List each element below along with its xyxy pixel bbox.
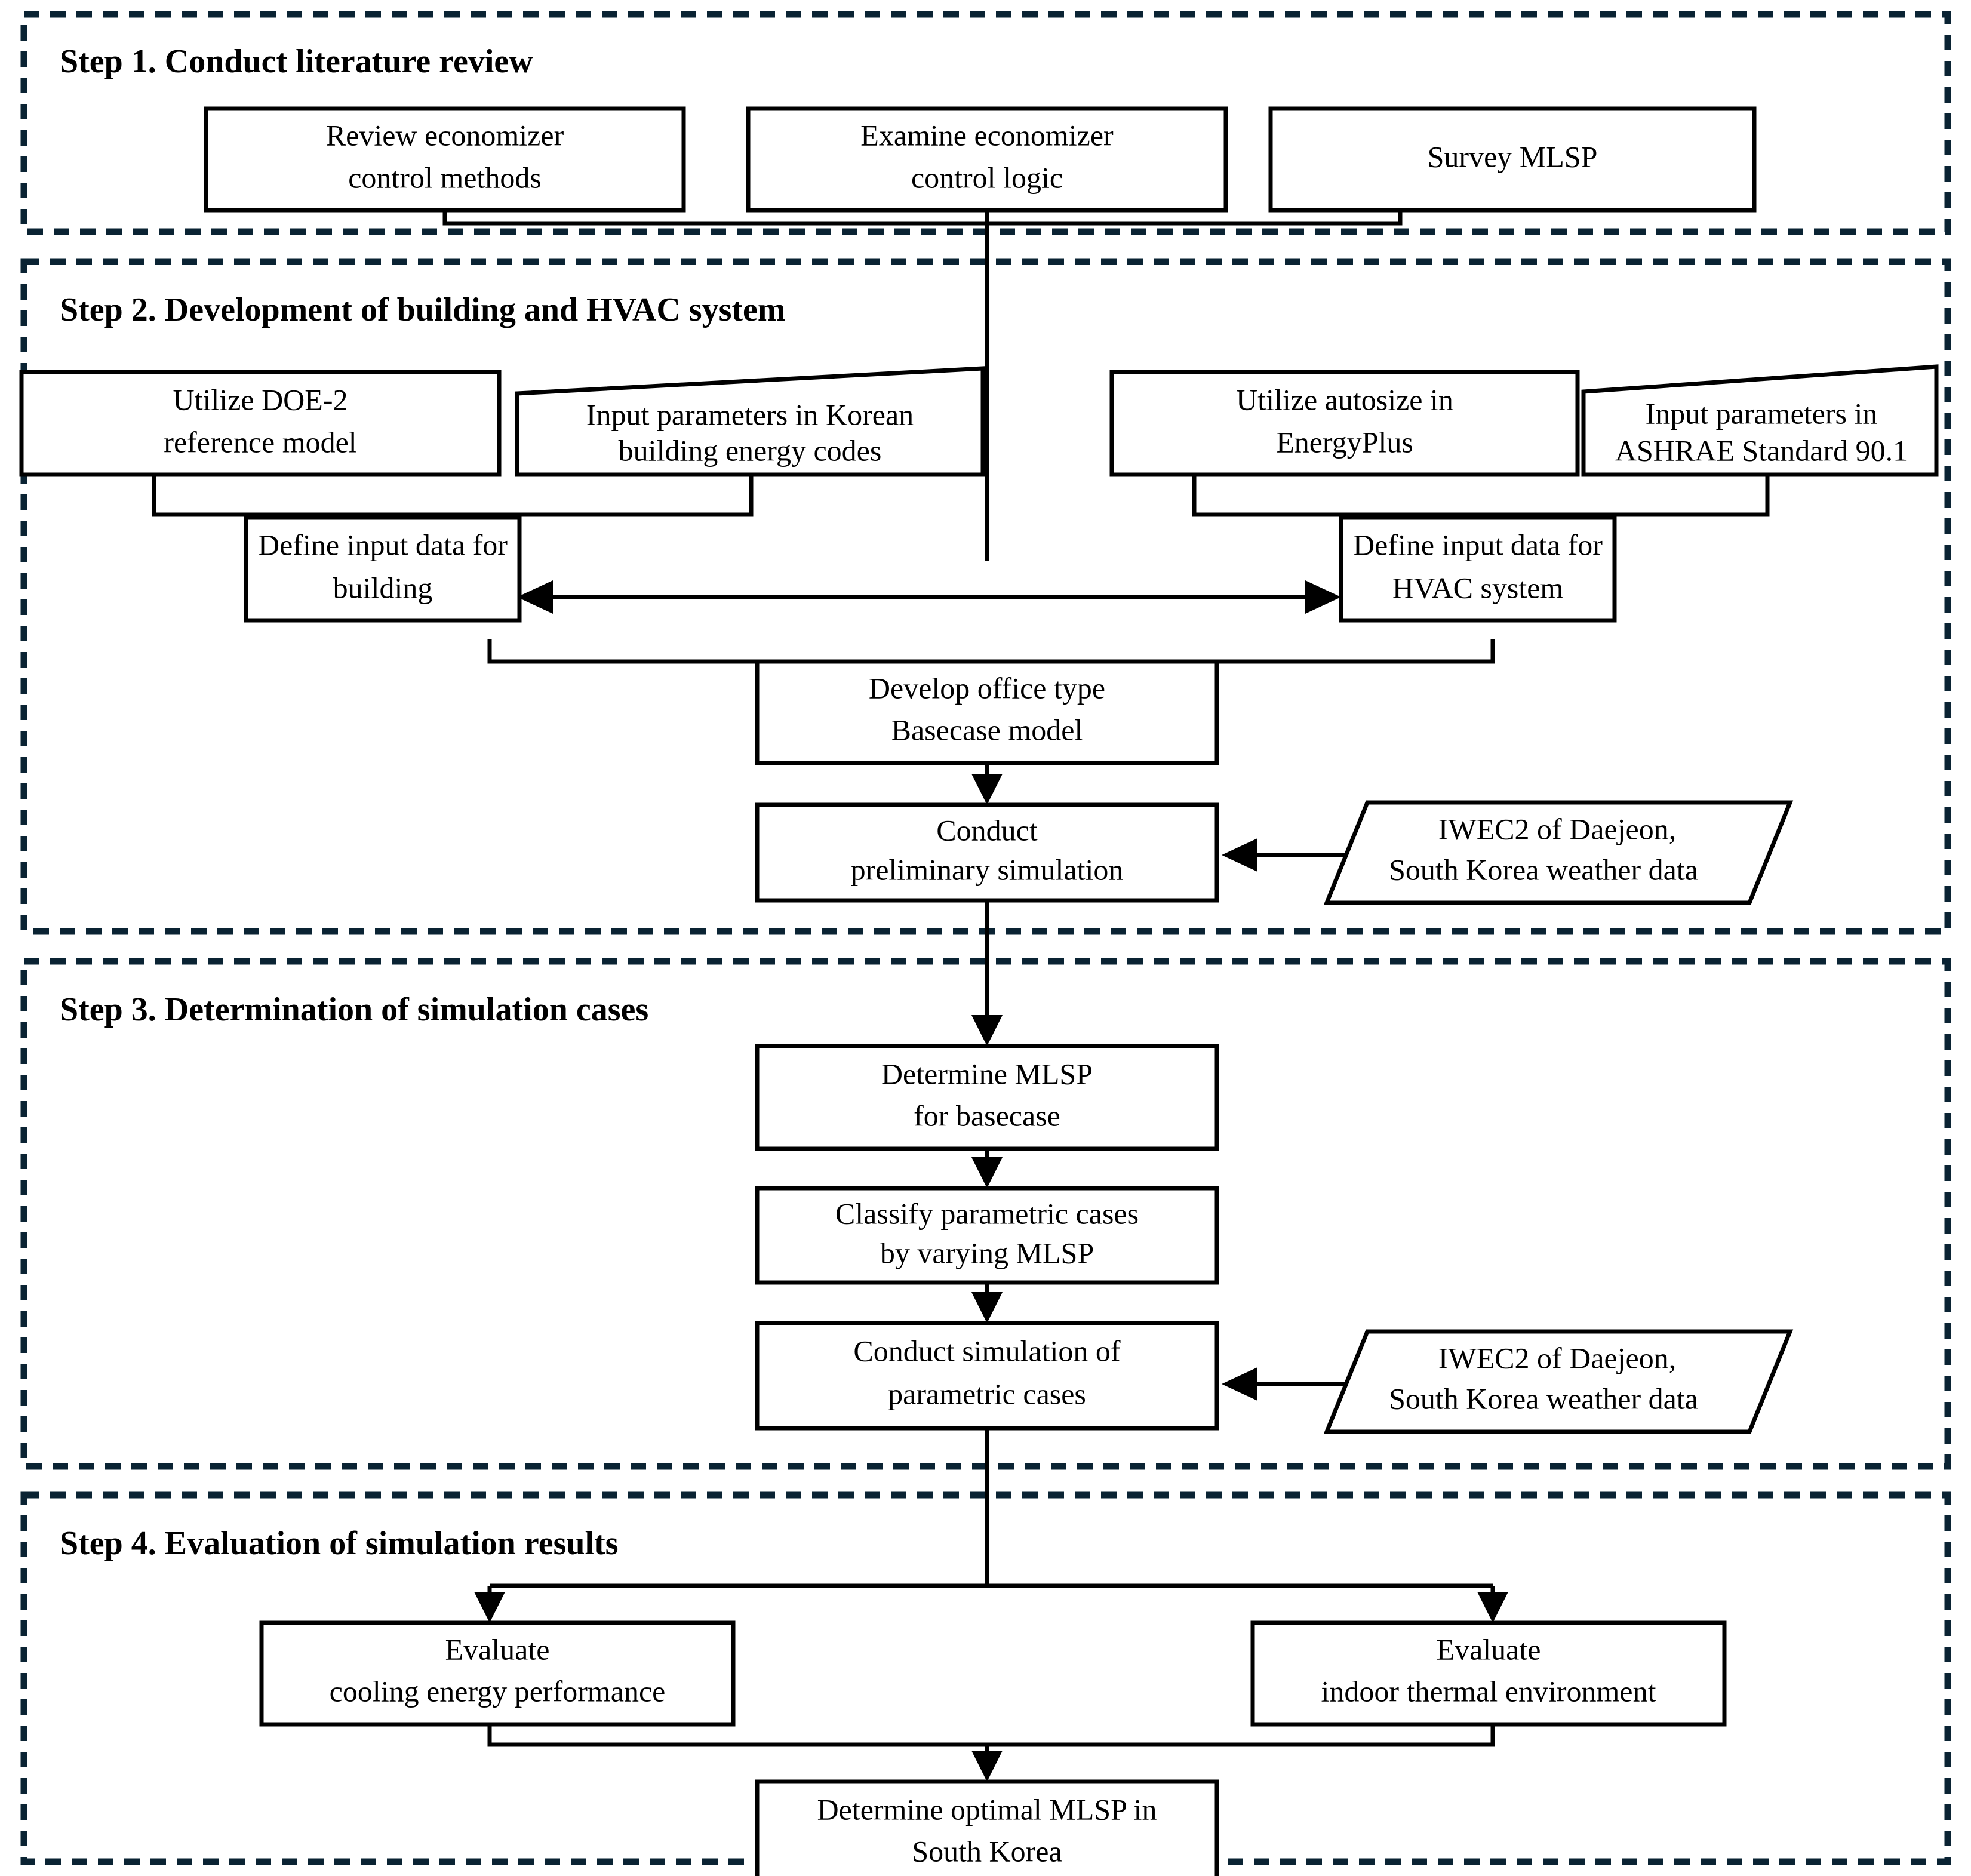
- node-label-line2: South Korea weather data: [1389, 853, 1698, 886]
- node-label-line1: Define input data for: [1353, 528, 1603, 561]
- node-label-line1: Evaluate: [445, 1632, 550, 1666]
- connector-evaluate-to-optimal: [487, 1724, 1495, 1782]
- node-weather-data-1[interactable]: IWEC2 of Daejeon, South Korea weather da…: [1323, 800, 1794, 905]
- node-label-line1: Review economizer: [326, 118, 564, 152]
- node-label-line1: Develop office type: [869, 671, 1105, 705]
- node-label-line1: Utilize autosize in: [1236, 383, 1453, 416]
- node-label-line1: Classify parametric cases: [835, 1197, 1139, 1230]
- node-label-line1: IWEC2 of Daejeon,: [1438, 1341, 1676, 1374]
- node-label-line2: Basecase model: [891, 713, 1083, 746]
- node-conduct-preliminary[interactable]: Conduct preliminary simulation: [755, 802, 1219, 903]
- node-label-line1: Determine MLSP: [881, 1057, 1093, 1090]
- node-label-line1: IWEC2 of Daejeon,: [1438, 812, 1676, 845]
- node-label-line2: HVAC system: [1392, 571, 1564, 604]
- node-label-line1: Evaluate: [1437, 1632, 1541, 1666]
- node-label-line2: by varying MLSP: [880, 1236, 1094, 1269]
- step4-title: Step 4. Evaluation of simulation results: [60, 1525, 619, 1562]
- node-survey-mlsp[interactable]: Survey MLSP: [1268, 106, 1757, 213]
- node-label-line1: Conduct simulation of: [853, 1334, 1121, 1367]
- node-label-line2: building energy codes: [619, 433, 882, 467]
- node-weather-data-2[interactable]: IWEC2 of Daejeon, South Korea weather da…: [1323, 1329, 1794, 1434]
- connector-step1-bus: [442, 210, 1403, 561]
- node-define-building[interactable]: Define input data for building: [244, 515, 522, 623]
- node-label-line2: South Korea: [912, 1834, 1062, 1868]
- connector-conduct-to-step4: [474, 1428, 1508, 1623]
- step2-title: Step 2. Development of building and HVAC…: [60, 291, 786, 328]
- node-examine-economizer[interactable]: Examine economizer control logic: [746, 106, 1228, 213]
- node-define-hvac[interactable]: Define input data for HVAC system: [1339, 515, 1617, 623]
- connector-preliminary-to-determine: [971, 900, 1003, 1046]
- node-label-line1: Determine optimal MLSP in: [817, 1792, 1157, 1826]
- node-label-line2: indoor thermal environment: [1321, 1674, 1656, 1708]
- node-label-line2: for basecase: [914, 1099, 1060, 1132]
- node-develop-basecase[interactable]: Develop office type Basecase model: [755, 659, 1219, 765]
- connector-weather1-to-preliminary: [1222, 838, 1353, 872]
- node-korean-codes[interactable]: Input parameters in Korean building ener…: [515, 366, 985, 477]
- node-determine-optimal[interactable]: Determine optimal MLSP in South Korea: [755, 1779, 1219, 1876]
- step4-container: [20, 1491, 1951, 1865]
- node-ashrae-901[interactable]: Input parameters in ASHRAE Standard 90.1: [1581, 364, 1939, 477]
- node-label-line2: cooling energy performance: [330, 1674, 666, 1708]
- node-label-line2: preliminary simulation: [851, 853, 1124, 886]
- node-label-line1: Survey MLSP: [1428, 140, 1598, 173]
- node-label-line1: Examine economizer: [860, 118, 1114, 152]
- node-label-line1: Input parameters in: [1646, 396, 1878, 430]
- node-label-line2: building: [333, 571, 433, 604]
- node-utilize-doe2[interactable]: Utilize DOE-2 reference model: [19, 370, 502, 477]
- connector-classify-to-conduct: [971, 1283, 1003, 1323]
- step1-title: Step 1. Conduct literature review: [60, 43, 533, 80]
- step3-title: Step 3. Determination of simulation case…: [60, 991, 648, 1028]
- node-label-line1: Input parameters in Korean: [586, 398, 914, 431]
- node-label-line2: control logic: [911, 161, 1063, 194]
- node-label-line1: Define input data for: [258, 528, 508, 561]
- node-classify-cases[interactable]: Classify parametric cases by varying MLS…: [755, 1186, 1219, 1285]
- connector-basecase-to-preliminary: [971, 763, 1003, 805]
- node-label-line1: Utilize DOE-2: [173, 383, 348, 416]
- node-label-line2: South Korea weather data: [1389, 1382, 1698, 1415]
- connector-determine-to-classify: [971, 1149, 1003, 1188]
- node-evaluate-thermal[interactable]: Evaluate indoor thermal environment: [1250, 1620, 1727, 1727]
- node-utilize-autosize[interactable]: Utilize autosize in EnergyPlus: [1109, 370, 1580, 477]
- node-label-line2: EnergyPlus: [1276, 425, 1413, 459]
- node-review-economizer[interactable]: Review economizer control methods: [204, 106, 686, 213]
- node-label-line1: Conduct: [936, 813, 1038, 847]
- node-label-line2: reference model: [164, 425, 356, 459]
- node-determine-mlsp[interactable]: Determine MLSP for basecase: [755, 1044, 1219, 1151]
- node-label-line2: parametric cases: [888, 1377, 1086, 1410]
- connector-define-bidirectional: [517, 580, 1341, 614]
- node-evaluate-cooling[interactable]: Evaluate cooling energy performance: [259, 1620, 736, 1727]
- node-label-line2: ASHRAE Standard 90.1: [1615, 433, 1908, 467]
- connector-weather2-to-conduct: [1222, 1367, 1353, 1401]
- node-label-line2: control methods: [348, 161, 542, 194]
- node-conduct-parametric[interactable]: Conduct simulation of parametric cases: [755, 1321, 1219, 1431]
